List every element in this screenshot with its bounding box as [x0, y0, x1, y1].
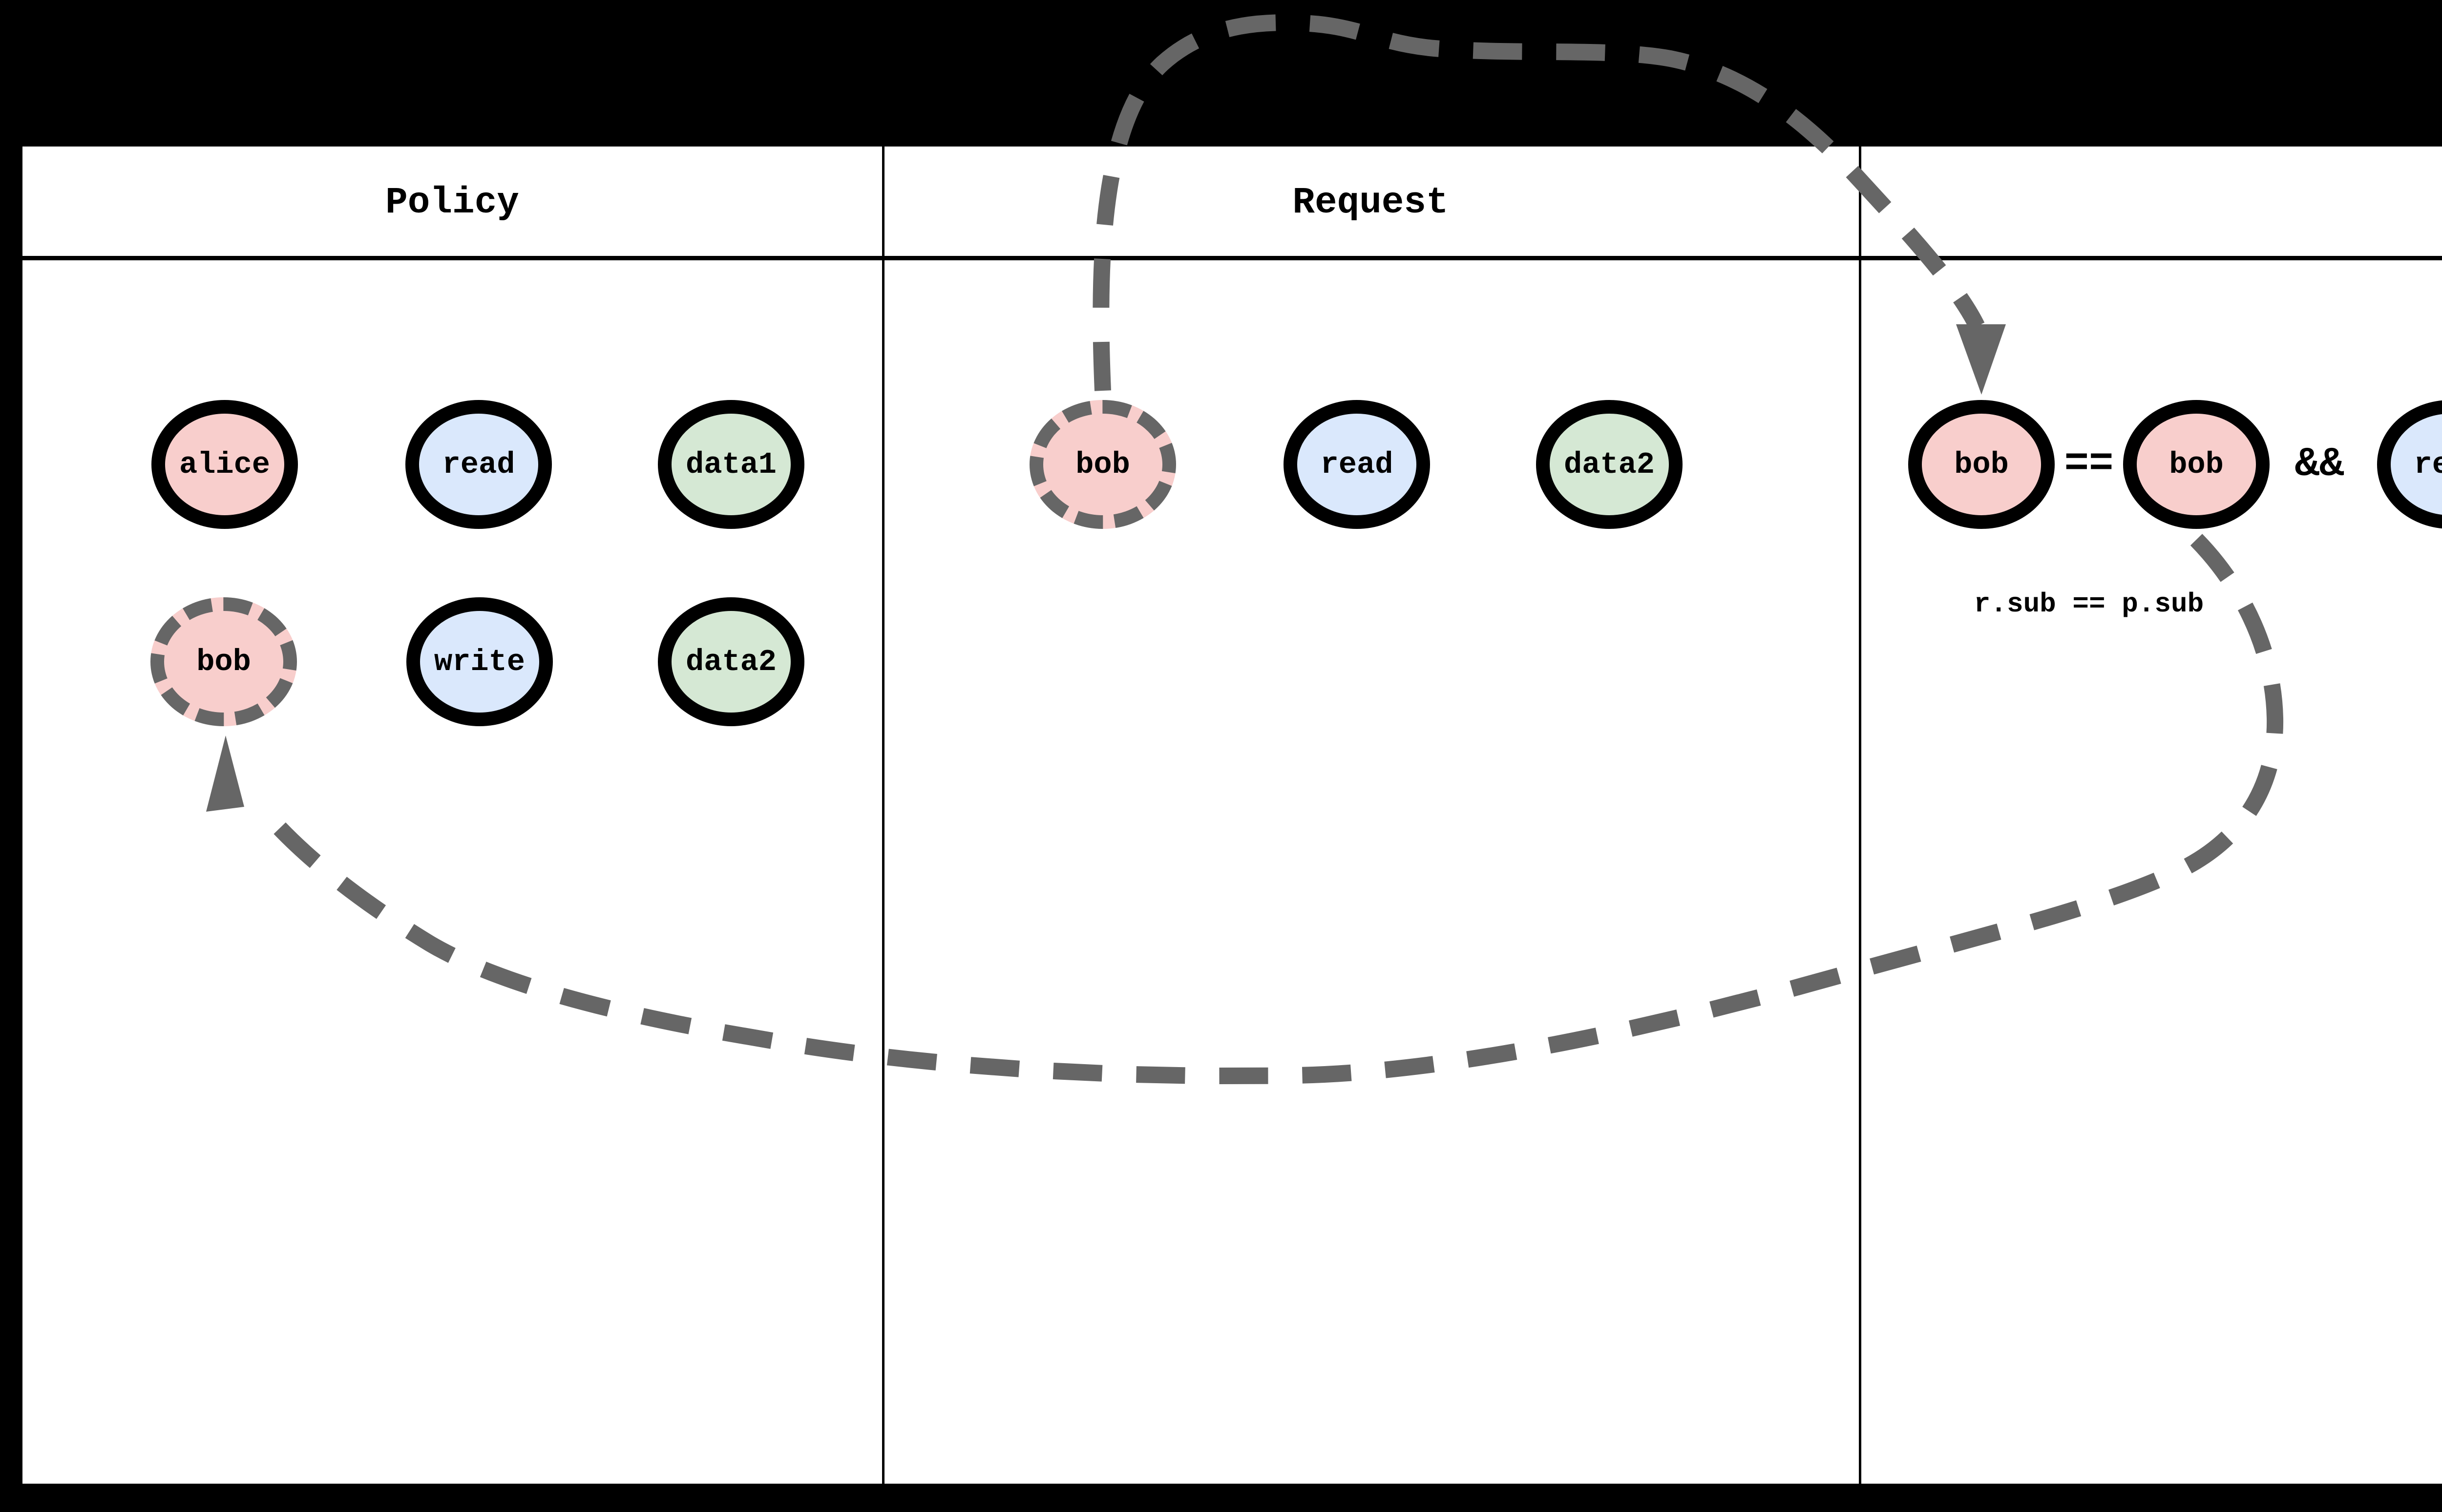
column-header-request: Request	[1292, 182, 1449, 224]
matching-equals-sub: ==	[2064, 441, 2114, 488]
matching-node-p-sub: bob	[2123, 400, 2270, 529]
policy-node-bob-highlighted: bob	[150, 597, 297, 726]
request-node-data2: data2	[1536, 400, 1683, 529]
request-node-bob-highlighted: bob	[1030, 400, 1176, 529]
policy-node-data2: data2	[658, 597, 804, 726]
matching-and-1: &&	[2295, 441, 2344, 488]
column-header-policy: Policy	[385, 182, 519, 224]
table-background	[22, 147, 2442, 1484]
policy-node-alice: alice	[151, 400, 298, 529]
column-divider-policy-request	[882, 147, 884, 1484]
matching-caption-sub: r.sub == p.sub	[1974, 588, 2204, 620]
header-underline	[22, 256, 2442, 260]
request-node-read: read	[1284, 400, 1430, 529]
policy-node-data1: data1	[658, 400, 804, 529]
column-divider-request-matching	[1859, 147, 1861, 1484]
policy-node-read: read	[405, 400, 552, 529]
policy-node-write: write	[406, 597, 553, 726]
matching-node-r-sub: bob	[1908, 400, 2055, 529]
